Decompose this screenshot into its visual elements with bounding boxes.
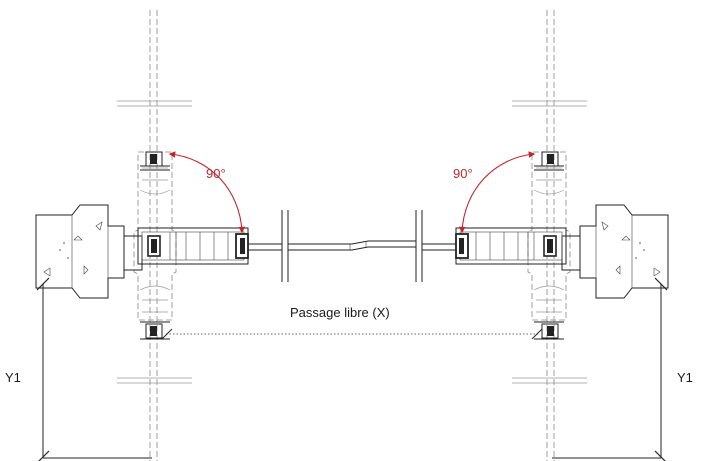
passage-label: Passage libre (X) [290, 305, 390, 320]
left-leaf-outline-2 [288, 246, 416, 251]
left-leaf-outline [288, 240, 416, 245]
left-door-assembly [36, 10, 288, 461]
y1-label-right: Y1 [677, 370, 693, 385]
angle-label-right: 90° [453, 166, 473, 181]
angle-label-left: 90° [206, 166, 226, 181]
y1-label-left: Y1 [5, 370, 21, 385]
right-door-assembly [416, 10, 668, 461]
